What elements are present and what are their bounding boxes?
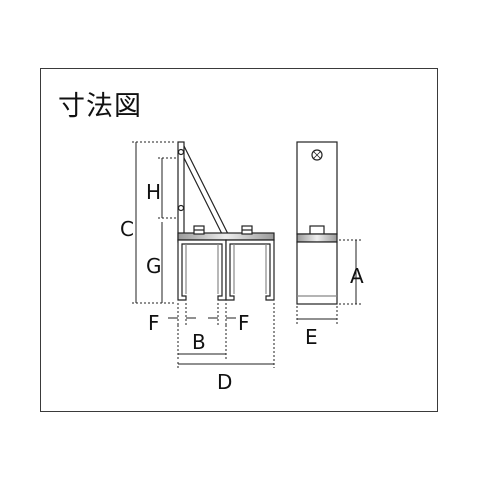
side-mounting-plate (296, 141, 338, 235)
front-view (177, 141, 275, 301)
clamp-plate (177, 232, 275, 241)
label-A: A (350, 264, 364, 288)
label-E: E (305, 325, 318, 349)
front-dimensions (132, 141, 275, 368)
brace-inner (183, 157, 223, 235)
side-bolt (309, 225, 325, 235)
label-G: G (146, 254, 162, 278)
side-bolt-head (311, 149, 323, 161)
bolt-right (241, 225, 253, 235)
side-view (296, 141, 338, 305)
side-clamp-plate (296, 233, 338, 243)
label-F-right: F (238, 311, 250, 335)
brace-outer (183, 145, 229, 235)
rail-channel-left (177, 239, 227, 301)
plate-bolt-hole (177, 204, 185, 212)
side-dimensions (296, 239, 362, 324)
label-H: H (146, 180, 161, 204)
rail-channel-right (225, 239, 275, 301)
label-C: C (120, 217, 134, 241)
label-D: D (217, 370, 232, 394)
label-B: B (192, 330, 206, 354)
side-rail-body (296, 241, 338, 305)
mounting-plate (177, 141, 185, 243)
bolt-left (193, 225, 205, 235)
label-F-left: F (148, 311, 160, 335)
diagram-title: 寸法図 (58, 91, 142, 122)
plate-bolt-hole (177, 148, 185, 156)
